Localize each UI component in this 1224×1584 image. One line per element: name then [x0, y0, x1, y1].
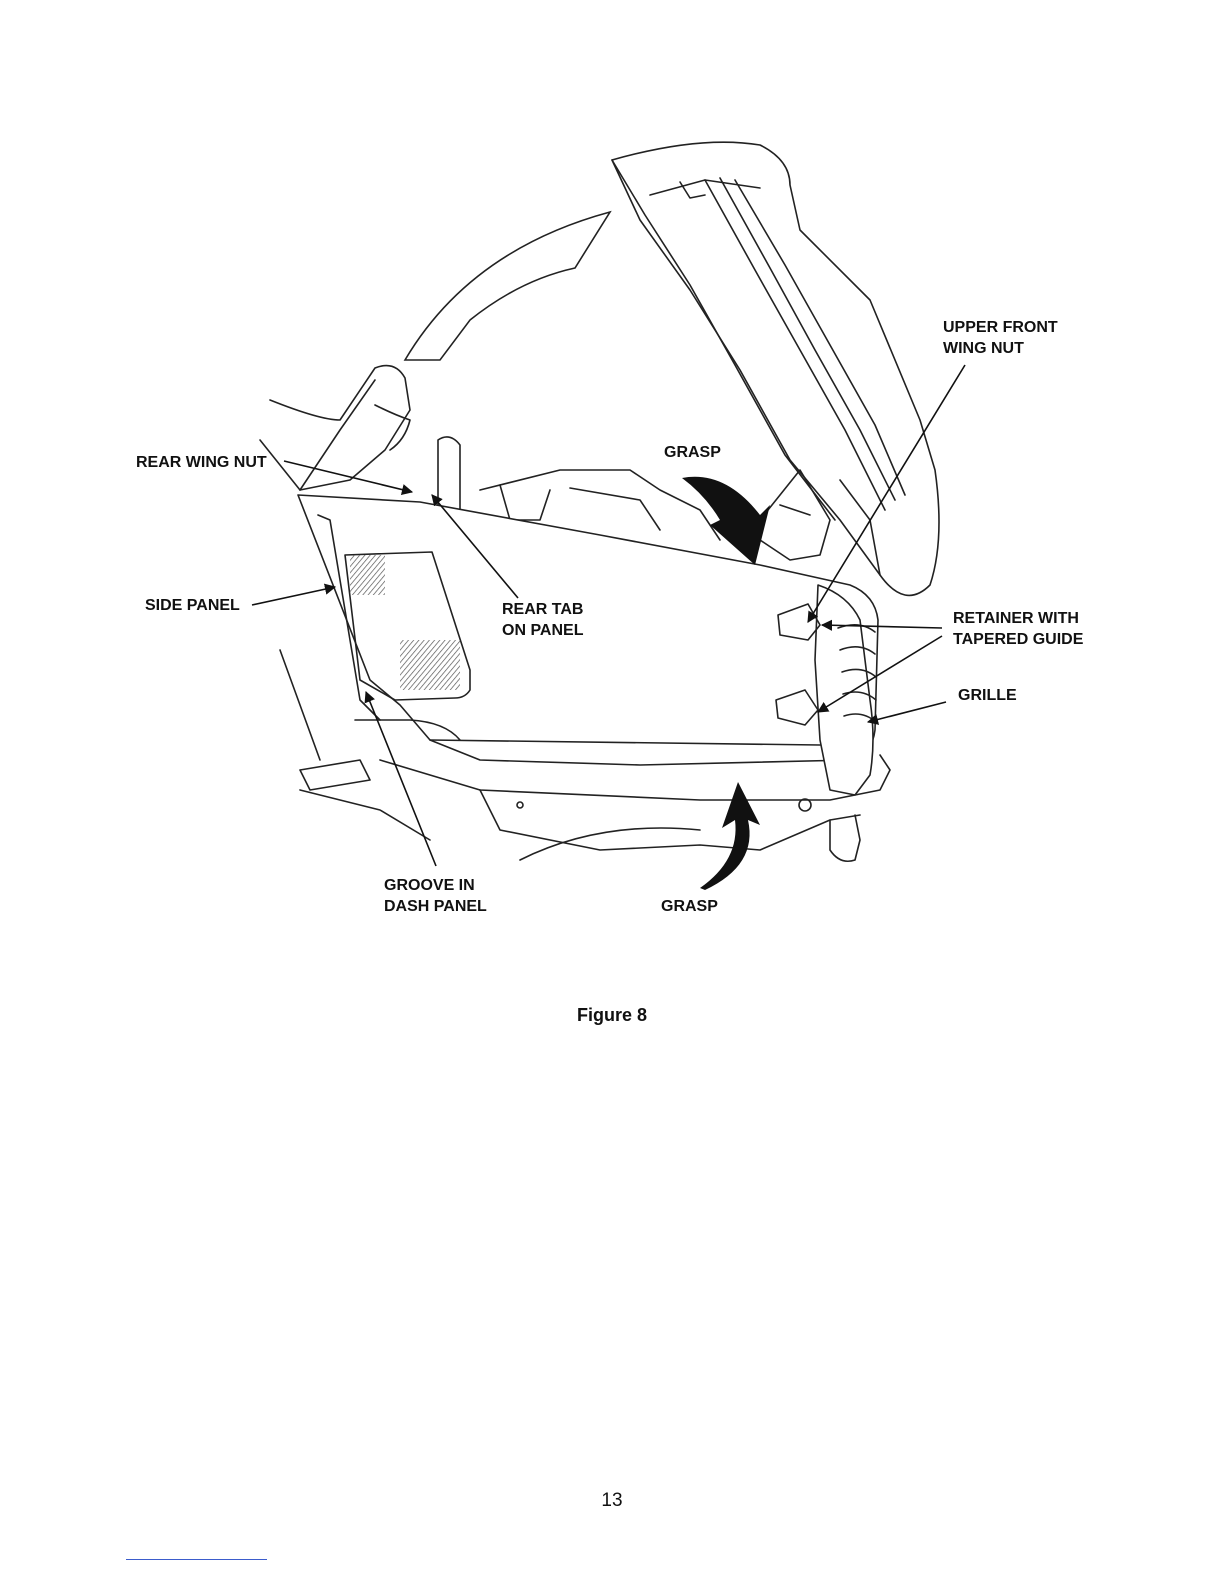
raised-hood — [612, 142, 939, 595]
callout-grille: GRILLE — [958, 685, 1017, 706]
dash-cowl — [260, 366, 460, 510]
callout-rear-tab-on-panel: REAR TAB ON PANEL — [502, 599, 583, 641]
side-panel-drawing — [298, 495, 878, 765]
grasp-arrow-bottom-icon — [700, 782, 760, 890]
footnote-separator — [126, 1559, 267, 1560]
callout-grasp-top: GRASP — [664, 442, 721, 463]
page-number: 13 — [0, 1490, 1224, 1512]
callout-grasp-bottom: GRASP — [661, 896, 718, 917]
leader-rear-wing-nut — [284, 461, 412, 492]
callout-retainer-with-tapered-guide: RETAINER WITH TAPERED GUIDE — [953, 608, 1083, 650]
callout-groove-in-dash-panel: GROOVE IN DASH PANEL — [384, 875, 487, 917]
callout-upper-front-wing-nut: UPPER FRONT WING NUT — [943, 317, 1058, 359]
callout-side-panel: SIDE PANEL — [145, 595, 240, 616]
callout-rear-wing-nut: REAR WING NUT — [136, 452, 267, 473]
leader-grille — [868, 702, 946, 722]
grasp-arrow-top-icon — [682, 477, 770, 565]
lift-arrow-icon — [405, 212, 610, 360]
leader-side-panel — [252, 587, 335, 605]
hood-side-panel-illustration — [0, 0, 1224, 1000]
figure-caption: Figure 8 — [0, 1005, 1224, 1026]
